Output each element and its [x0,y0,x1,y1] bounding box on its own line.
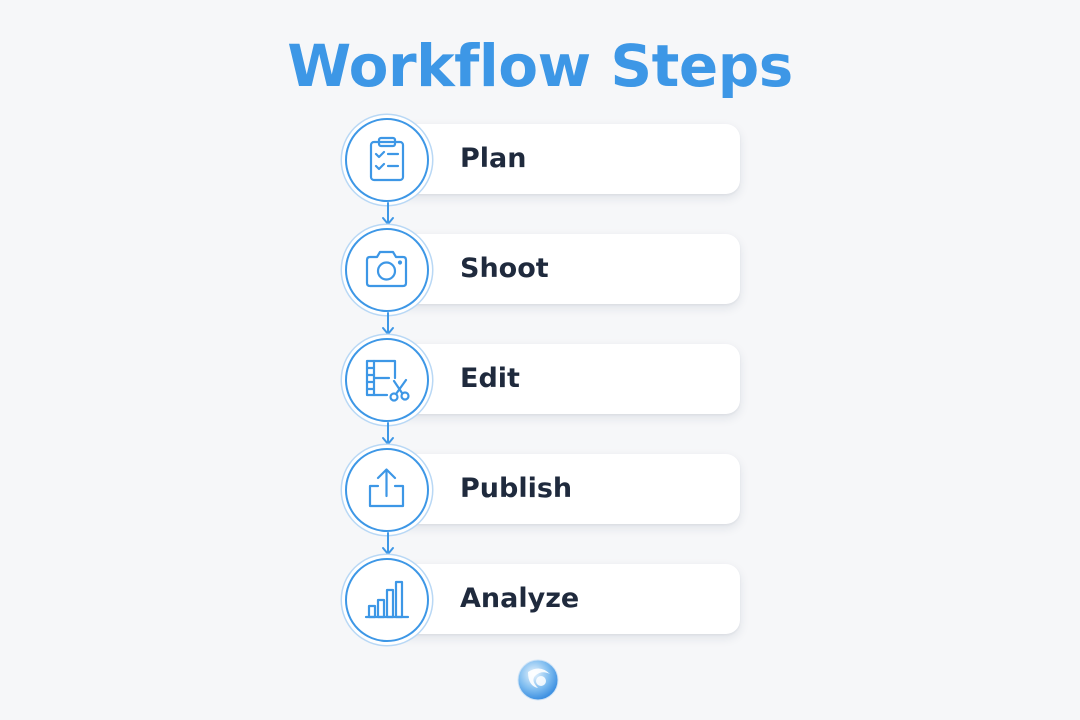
step-card [394,454,740,524]
step-label: Analyze [460,583,580,614]
step-label: Plan [460,143,527,174]
step-analyze: Analyze [344,558,754,650]
workflow-steps: Plan Shoot [344,118,754,648]
upload-icon [345,448,429,532]
step-shoot: Shoot [344,228,754,335]
step-card [394,234,740,304]
step-plan: Plan [344,118,754,225]
step-label: Edit [460,363,520,394]
arrow-down-icon [382,312,394,335]
step-publish: Publish [344,448,754,555]
step-label: Shoot [460,253,549,284]
step-card [394,124,740,194]
page-title: Workflow Steps [287,32,793,100]
step-card [394,344,740,414]
clipboard-checklist-icon [345,118,429,202]
film-scissors-icon [345,338,429,422]
arrow-down-icon [382,202,394,225]
bar-chart-icon [345,558,429,642]
arrow-down-icon [382,422,394,445]
step-label: Publish [460,473,573,504]
camera-icon [345,228,429,312]
step-card [394,564,740,634]
brand-logo-icon [517,659,559,701]
arrow-down-icon [382,532,394,555]
step-edit: Edit [344,338,754,445]
